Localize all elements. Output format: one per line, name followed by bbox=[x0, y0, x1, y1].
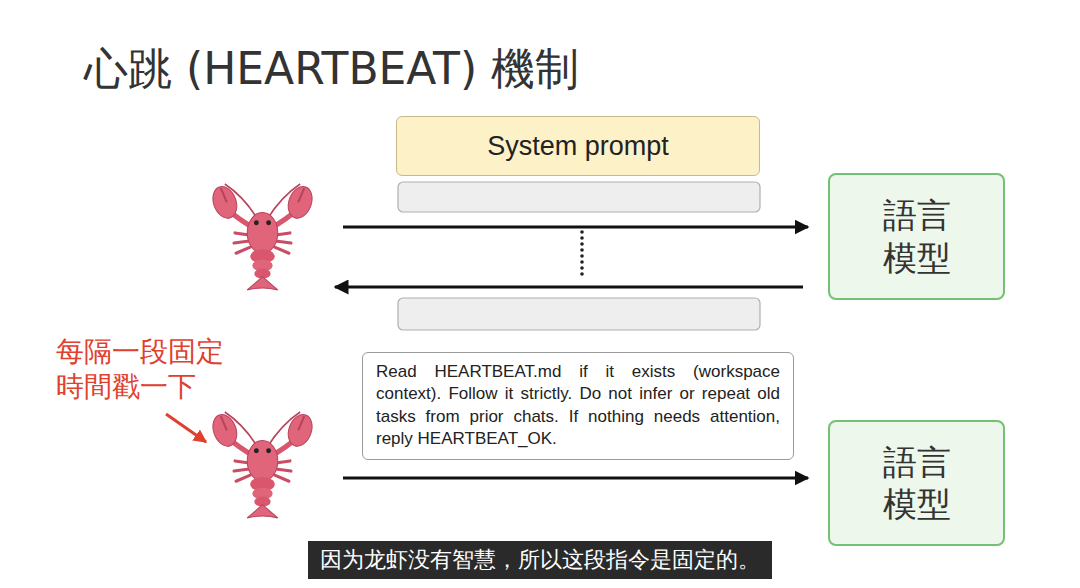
dot bbox=[580, 236, 584, 240]
dot bbox=[580, 230, 584, 234]
message-bar bbox=[398, 182, 760, 212]
slide-title: 心跳 (HEARTBEAT) 機制 bbox=[84, 40, 579, 99]
model-box: 語言 模型 bbox=[828, 173, 1005, 300]
dot bbox=[580, 260, 584, 264]
instruction-box: Read HEARTBEAT.md if it exists (workspac… bbox=[362, 352, 794, 460]
dot bbox=[580, 266, 584, 270]
dot bbox=[580, 254, 584, 258]
node-text: 語言 模型 bbox=[877, 441, 955, 526]
dot bbox=[580, 248, 584, 252]
response-arrow bbox=[335, 286, 803, 289]
system-prompt-box: System prompt bbox=[396, 116, 760, 176]
dot bbox=[580, 242, 584, 246]
request-arrow bbox=[343, 226, 808, 229]
message-bar bbox=[398, 298, 760, 330]
node-text: System prompt bbox=[487, 131, 669, 162]
heartbeat-arrow bbox=[343, 477, 808, 480]
node-text: 語言 模型 bbox=[877, 194, 955, 279]
lobster-icon bbox=[209, 183, 317, 290]
ellipsis-dots bbox=[580, 230, 584, 276]
callout-arrow bbox=[166, 414, 206, 442]
callout-note: 每隔一段固定 時間戳一下 bbox=[56, 334, 232, 404]
lobster-icon bbox=[209, 411, 317, 518]
model-box: 語言 模型 bbox=[828, 420, 1005, 546]
dot bbox=[580, 272, 584, 276]
subtitle-caption: 因为龙虾没有智慧，所以这段指令是固定的。 bbox=[308, 541, 772, 579]
node-text: Read HEARTBEAT.md if it exists (workspac… bbox=[376, 361, 780, 451]
